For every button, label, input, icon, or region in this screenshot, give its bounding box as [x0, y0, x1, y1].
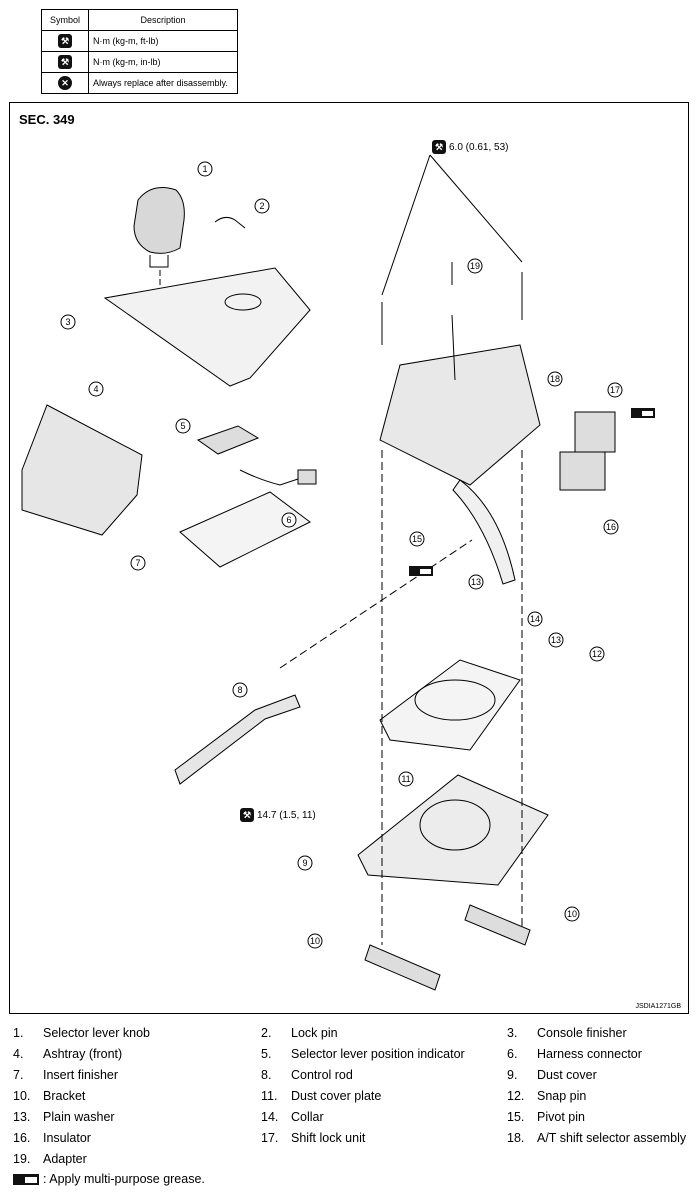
- legend-item: 14.Collar: [261, 1110, 324, 1124]
- callout-5: 5: [175, 418, 191, 434]
- symbol-description: Always replace after disassembly.: [88, 72, 238, 94]
- shift-selector-shape: [379, 344, 541, 486]
- callout-3: 3: [60, 314, 76, 330]
- callout-8: 8: [232, 682, 248, 698]
- callout-10: 10: [564, 906, 580, 922]
- legend-item: 15.Pivot pin: [507, 1110, 585, 1124]
- callout-19: 19: [467, 258, 483, 274]
- svg-text:19: 19: [470, 261, 480, 271]
- insert-finisher-shape: [179, 491, 311, 568]
- legend-item: 6.Harness connector: [507, 1047, 642, 1061]
- torque-top-value: 6.0 (0.61, 53): [449, 141, 509, 153]
- torque-inlb-icon: ⚒: [58, 55, 72, 69]
- legend-item: 18.A/T shift selector assembly: [507, 1131, 687, 1145]
- svg-text:15: 15: [412, 534, 422, 544]
- callout-13: 13: [548, 632, 564, 648]
- diagram-code: JSDIA1271GB: [635, 1003, 681, 1010]
- svg-text:10: 10: [310, 936, 320, 946]
- bracket-shape: [464, 904, 531, 946]
- legend-item: 11.Dust cover plate: [261, 1089, 382, 1103]
- callout-16: 16: [603, 519, 619, 535]
- callout-4: 4: [88, 381, 104, 397]
- legend-item: 2.Lock pin: [261, 1026, 338, 1040]
- svg-text:14: 14: [530, 614, 540, 624]
- callout-11: 11: [398, 771, 414, 787]
- legend-item: 3.Console finisher: [507, 1026, 627, 1040]
- dust-cover-plate-shape: [379, 659, 521, 751]
- legend-item: 4.Ashtray (front): [13, 1047, 123, 1061]
- legend-item: 7.Insert finisher: [13, 1068, 119, 1082]
- callout-13: 13: [468, 574, 484, 590]
- legend-item: 9.Dust cover: [507, 1068, 597, 1082]
- symbol-table: Symbol Description ⚒ N·m (kg-m, ft-lb) ⚒…: [41, 9, 238, 94]
- grease-icon: [13, 1173, 39, 1185]
- grease-note-text: : Apply multi-purpose grease.: [43, 1172, 205, 1186]
- svg-text:7: 7: [135, 558, 140, 568]
- legend-item: 13.Plain washer: [13, 1110, 115, 1124]
- svg-text:4: 4: [93, 384, 98, 394]
- legend-item: 1.Selector lever knob: [13, 1026, 151, 1040]
- svg-text:11: 11: [401, 774, 410, 784]
- callout-7: 7: [130, 555, 146, 571]
- legend-item: 8.Control rod: [261, 1068, 353, 1082]
- shift-lock-shape: [574, 411, 616, 453]
- svg-text:2: 2: [259, 201, 264, 211]
- callout-12: 12: [589, 646, 605, 662]
- torque-inlb-icon: ⚒: [432, 140, 446, 154]
- torque-bottom-value: 14.7 (1.5, 11): [257, 809, 316, 821]
- replace-icon: ✕: [58, 76, 72, 90]
- section-label: SEC. 349: [19, 112, 75, 127]
- callout-6: 6: [281, 512, 297, 528]
- svg-text:1: 1: [202, 164, 207, 174]
- selector-knob-shape: [133, 187, 185, 254]
- svg-text:6: 6: [286, 515, 291, 525]
- ashtray-shape: [21, 404, 143, 536]
- dust-cover-shape: [357, 774, 549, 886]
- svg-text:17: 17: [610, 385, 620, 395]
- svg-text:5: 5: [180, 421, 185, 431]
- legend-item: 10.Bracket: [13, 1089, 86, 1103]
- torque-ftlb-icon: ⚒: [240, 808, 254, 822]
- grease-icon: [631, 408, 655, 418]
- control-rod-shape: [174, 694, 301, 785]
- legend-item: 16.Insulator: [13, 1131, 91, 1145]
- svg-text:13: 13: [471, 577, 481, 587]
- svg-text:10: 10: [567, 909, 577, 919]
- svg-text:8: 8: [237, 685, 242, 695]
- svg-text:3: 3: [65, 317, 70, 327]
- legend-item: 5.Selector lever position indicator: [261, 1047, 465, 1061]
- callout-10: 10: [307, 933, 323, 949]
- torque-ftlb-icon: ⚒: [58, 34, 72, 48]
- svg-text:9: 9: [302, 858, 307, 868]
- callout-14: 14: [527, 611, 543, 627]
- bracket-shape: [364, 944, 441, 991]
- legend-item: 12.Snap pin: [507, 1089, 587, 1103]
- callout-17: 17: [607, 382, 623, 398]
- callout-2: 2: [254, 198, 270, 214]
- callout-18: 18: [547, 371, 563, 387]
- svg-text:16: 16: [606, 522, 616, 532]
- torque-spec-bottom: ⚒ 14.7 (1.5, 11): [240, 808, 316, 822]
- svg-text:12: 12: [592, 649, 602, 659]
- svg-text:18: 18: [550, 374, 560, 384]
- torque-spec-top: ⚒ 6.0 (0.61, 53): [432, 140, 508, 154]
- diagram-frame: [9, 102, 689, 1014]
- console-finisher-shape: [103, 267, 311, 387]
- svg-text:13: 13: [551, 635, 561, 645]
- legend-item: 17.Shift lock unit: [261, 1131, 366, 1145]
- grease-note: : Apply multi-purpose grease.: [13, 1172, 205, 1186]
- callout-9: 9: [297, 855, 313, 871]
- legend-item: 19.Adapter: [13, 1152, 87, 1166]
- grease-icon: [409, 566, 433, 576]
- callout-15: 15: [409, 531, 425, 547]
- callout-1: 1: [197, 161, 213, 177]
